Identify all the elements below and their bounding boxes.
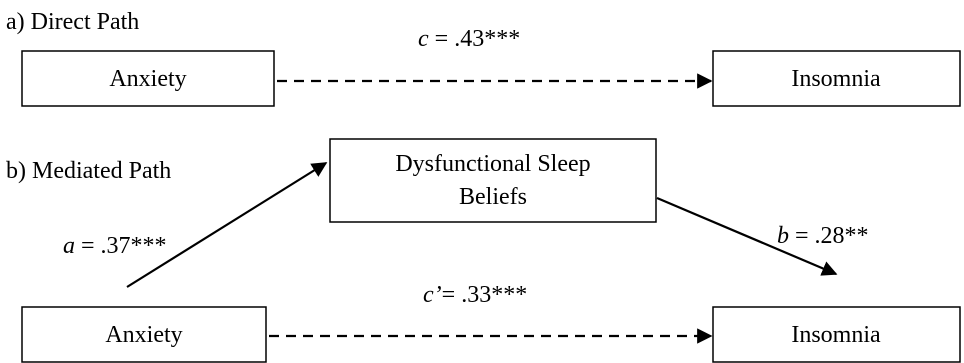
path-c-prime-symbol: c’ [423,282,442,308]
panel-b-anxiety-node: Anxiety [21,306,267,363]
path-a-arrow [126,162,328,288]
panel-a-anxiety-box [21,50,275,107]
panel-a-direct-path: a) Direct Path Anxiety Insomnia c = .43*… [6,9,961,107]
panel-b-mediated-path: b) Mediated Path Dysfunctional Sleep Bel… [6,138,961,363]
panel-b-heading: b) Mediated Path [6,158,171,184]
panel-b-anxiety-label: Anxiety [105,322,182,348]
panel-a-heading: a) Direct Path [6,9,139,35]
mediator-label-line2: Beliefs [459,184,527,210]
path-b-value: = .28** [789,223,869,249]
coefficient-a: a = .37*** [63,233,167,259]
panel-a-insomnia-box [712,50,961,107]
mediator-node: Dysfunctional Sleep Beliefs [329,138,657,223]
panel-a-anxiety-node: Anxiety [21,50,275,107]
mediator-label-line1: Dysfunctional Sleep [395,151,590,177]
path-b-arrow [656,196,838,276]
panel-a-insomnia-node: Insomnia [712,50,961,107]
panel-a-coefficient-c: c = .43*** [418,26,520,52]
panel-b-insomnia-label: Insomnia [791,322,881,348]
panel-b-anxiety-box [21,306,267,363]
panel-b-insomnia-node: Insomnia [712,306,961,363]
panel-a-anxiety-label: Anxiety [109,66,186,92]
path-a-symbol: a [63,233,75,259]
path-c-prime-value: = .33*** [442,282,528,308]
path-c-value: = .43*** [429,26,521,52]
path-b-symbol: b [777,223,789,249]
coefficient-c-prime: c’= .33*** [423,282,527,308]
path-a-value: = .37*** [75,233,167,259]
mediator-box [329,138,657,223]
panel-a-insomnia-label: Insomnia [791,66,881,92]
panel-b-insomnia-box [712,306,961,363]
coefficient-b: b = .28** [777,223,869,249]
path-c-symbol: c [418,26,429,52]
